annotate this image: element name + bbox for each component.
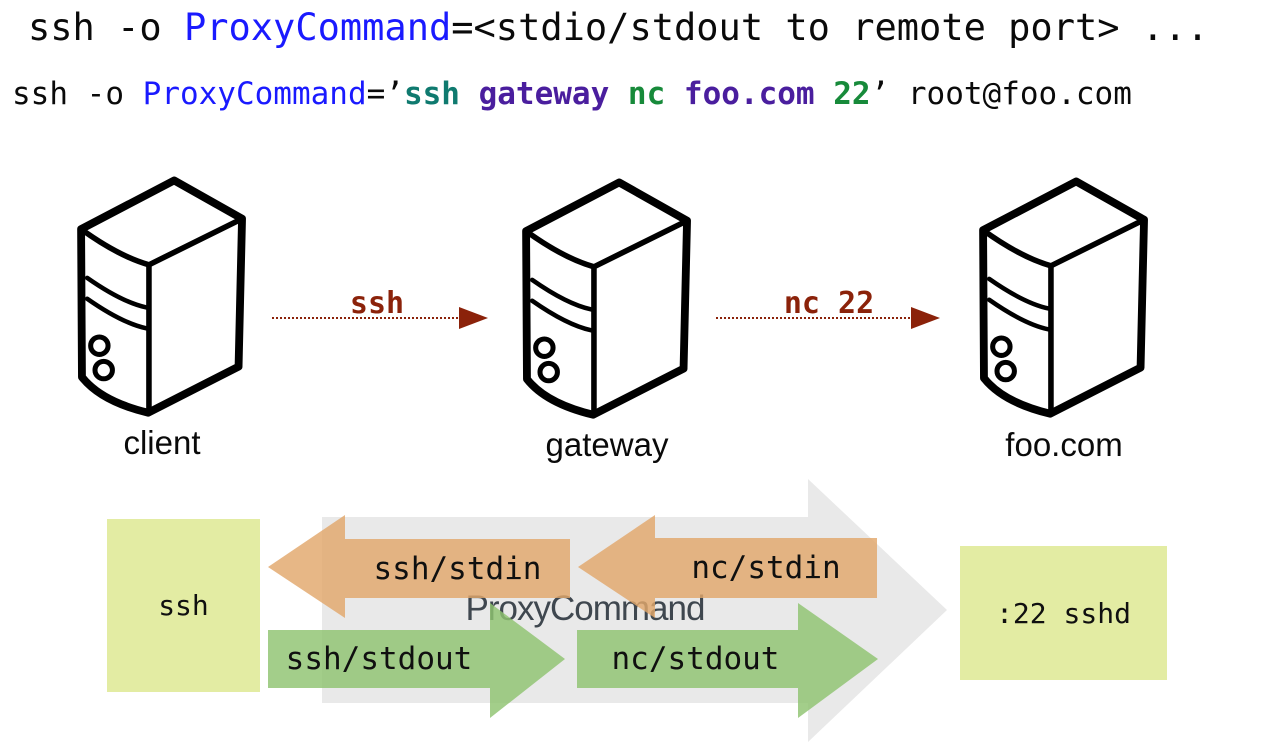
title-pre: ssh -o xyxy=(28,6,184,49)
cmd-pre: ssh -o xyxy=(12,76,143,112)
server-tower-icon xyxy=(977,174,1151,422)
cmd-close-quote: ’ xyxy=(870,76,890,112)
example-command-line: ssh -o ProxyCommand=’ssh gateway nc foo.… xyxy=(12,75,1132,113)
cmd-eq-quote: =’ xyxy=(366,76,404,112)
ssh-client-box-label: ssh xyxy=(158,589,209,622)
arrow-ssh-stdout xyxy=(268,603,565,718)
cmd-arg-gateway: gateway xyxy=(478,76,628,112)
arrow-nc-stdin xyxy=(578,515,877,618)
ssh-link-label: ssh xyxy=(349,286,405,321)
server-foo xyxy=(977,174,1151,426)
server-tower-icon xyxy=(520,175,694,423)
server-label-foo: foo.com xyxy=(1005,426,1123,463)
nc22-link-label: nc 22 xyxy=(783,286,875,321)
nc-stdin-label: nc/stdin xyxy=(691,550,841,586)
nc22-link-arrowhead-icon xyxy=(911,307,940,329)
cmd-keyword-proxycommand: ProxyCommand xyxy=(142,76,367,112)
cmd-arg-ssh: ssh xyxy=(403,76,479,112)
ssh-link-dotted-line xyxy=(272,317,462,319)
nc-stdout-label: nc/stdout xyxy=(611,641,780,677)
server-gateway xyxy=(520,175,694,427)
ssh-stdin-label: ssh/stdin xyxy=(373,550,542,587)
sshd-server-box: :22 sshd xyxy=(960,546,1167,680)
server-tower-icon xyxy=(75,173,249,421)
arrow-ssh-stdin xyxy=(268,515,570,618)
cmd-tail: root@foo.com xyxy=(889,76,1132,112)
ssh-link-arrowhead-icon xyxy=(459,307,488,329)
cmd-arg-host: foo.com xyxy=(683,76,834,112)
nc22-link-dotted-line xyxy=(716,317,914,319)
ssh-client-box: ssh xyxy=(107,519,260,692)
server-label-client: client xyxy=(123,424,201,461)
title-post: =<stdio/stdout to remote port> ... xyxy=(451,6,1209,49)
server-client xyxy=(75,173,249,425)
cmd-arg-nc: nc xyxy=(627,76,684,112)
sshd-server-box-label: :22 sshd xyxy=(996,596,1131,630)
title-keyword-proxycommand: ProxyCommand xyxy=(183,6,452,49)
server-label-gateway: gateway xyxy=(545,426,669,463)
cmd-arg-port: 22 xyxy=(833,76,871,112)
arrow-nc-stdout xyxy=(577,603,878,718)
ssh-stdout-label: ssh/stdout xyxy=(285,641,473,677)
title-command-line: ssh -o ProxyCommand=<stdio/stdout to rem… xyxy=(28,6,1209,50)
